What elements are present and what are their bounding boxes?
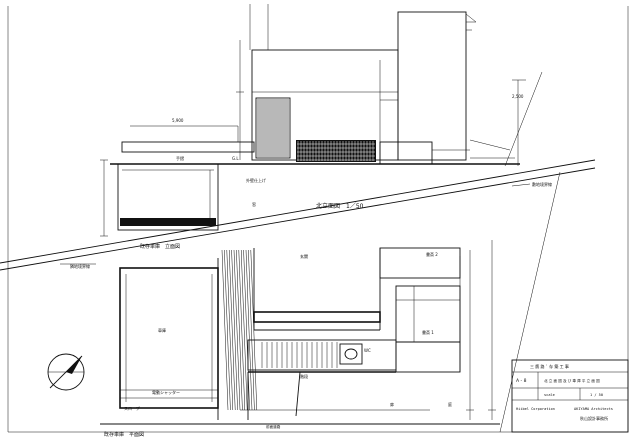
title-block: 三 鷹 路 ﾞ 存 築 工 事 A - 8 北 立 面 図 及 び 車 庫 平 … xyxy=(511,359,629,433)
plan-wc xyxy=(339,343,363,365)
titleblock-company-en2: AKIYAMA Architects xyxy=(574,407,613,411)
elevation-base-band xyxy=(120,218,216,226)
diagonal-right-edge xyxy=(499,171,561,433)
elevation-garage-body xyxy=(117,163,219,231)
plan-room-study2: 書斎 2 xyxy=(426,251,438,257)
elevation-label-material: 外壁仕上げ xyxy=(246,177,266,183)
plan-study2 xyxy=(379,247,461,279)
titleblock-company-jp: 秋山設計事務所 xyxy=(580,415,608,421)
plan-room-stair: 階段 xyxy=(300,373,308,379)
elevation-label-handrail: 手摺 xyxy=(176,155,184,161)
plan-room-slope: スロープ xyxy=(124,405,140,411)
plan-label-road: 前面道路 xyxy=(266,424,281,429)
garage-plan: 車庫 電動シャッター スロープ 玄関 階段 WC 書斎 2 書斎 1 庭 扉 xyxy=(100,240,500,438)
plan-title: 既存車庫 平面図 xyxy=(104,431,144,438)
titleblock-scale-value: 1 / 50 xyxy=(590,393,603,397)
entrance-title: 既存車庫 立面図 xyxy=(140,243,180,250)
elevation-mid-level: 2,500 xyxy=(512,94,524,99)
north-elevation: 北立面図 1／50 5,900 外壁仕上げ 窓 手摺 G.L 2,500 敷地境… xyxy=(100,4,552,237)
elevation-gl: G.L xyxy=(232,156,239,161)
entrance-boundary: 隣地境界線 xyxy=(70,263,90,269)
plan-room-wc: WC xyxy=(364,348,371,353)
elevation-tower xyxy=(397,11,467,161)
elevation-canopy xyxy=(121,141,255,153)
titleblock-scale-label: scale xyxy=(544,393,555,397)
diagonal-cut-line-1 xyxy=(0,159,596,264)
plan-room-hall: 玄関 xyxy=(300,253,308,259)
titleblock-sheet-no: A - 8 xyxy=(516,378,527,384)
plan-label-yard: 庭 xyxy=(448,401,452,407)
north-arrow-icon xyxy=(47,353,85,391)
titleblock-company-en: Hiibel Corporation xyxy=(516,407,555,411)
garage-elevation-labels: 既存車庫 立面図 隣地境界線 xyxy=(60,243,180,269)
elevation-label-gate: 敷地境界線 xyxy=(532,181,552,187)
plan-label-door: 扉 xyxy=(390,401,394,407)
plan-room-shutter: 電動シャッター xyxy=(152,389,180,395)
tower-cap xyxy=(465,13,477,23)
diagonal-leader-top xyxy=(504,71,543,167)
titleblock-sheet-title: 北 立 面 図 及 び 車 庫 平 立 面 図 xyxy=(544,378,600,383)
elevation-balcony xyxy=(379,141,433,165)
titleblock-project: 三 鷹 路 ﾞ 存 築 工 事 xyxy=(530,363,569,369)
plan-room-garage: 車庫 xyxy=(158,327,166,333)
plan-room-study1: 書斎 1 xyxy=(422,329,434,335)
elevation-title: 北立面図 1／50 xyxy=(316,202,364,210)
plan-garage-room xyxy=(119,267,219,409)
diagonal-cut-line-2 xyxy=(0,167,596,271)
elevation-top-level: 5,900 xyxy=(172,118,184,123)
elevation-label-window: 窓 xyxy=(252,201,256,207)
elevation-louver-panel xyxy=(255,97,291,159)
